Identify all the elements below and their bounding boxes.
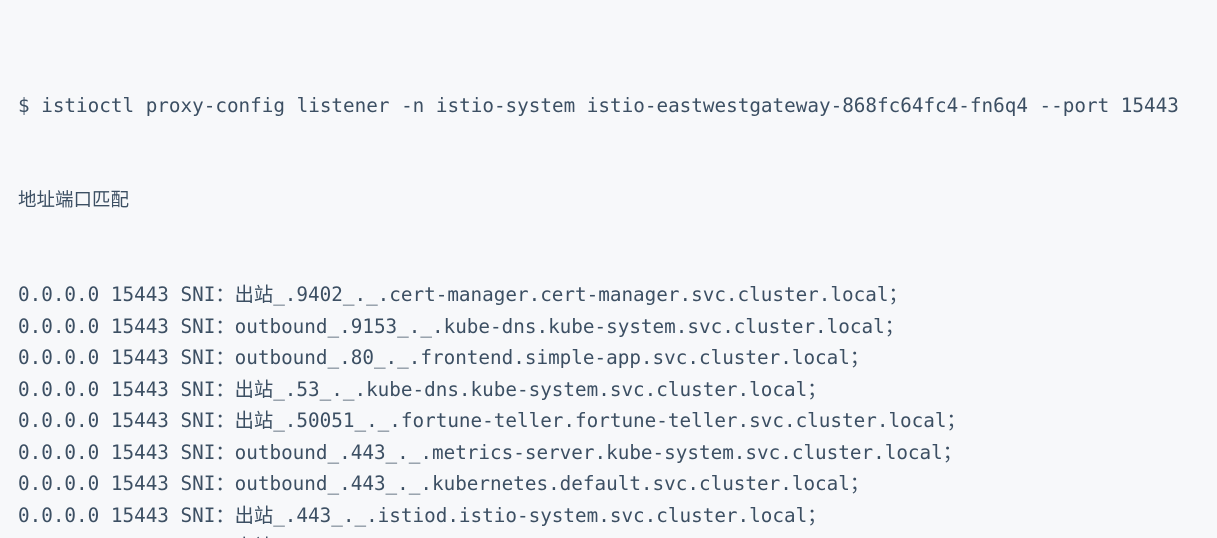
listener-address: 0.0.0.0	[18, 535, 99, 538]
listener-address: 0.0.0.0	[18, 314, 100, 338]
listener-row: 0.0.0.0 15443 SNI：outbound_.80_._.fronte…	[18, 342, 1209, 374]
listener-address: 0.0.0.0	[18, 472, 100, 495]
listener-sni-destination: outbound_.443_._.kubernetes.default.svc.…	[234, 472, 850, 495]
shell-prompt: $	[18, 94, 30, 117]
listener-line-terminator: ；	[807, 377, 827, 401]
listener-row: 0.0.0.0 15443 SNI：出站_.53_._.kube-dns.kub…	[18, 374, 1209, 406]
listener-row: 0.0.0.0 15443 SNI：outbound_.443_._.metri…	[18, 437, 1209, 469]
listener-match-label: SNI：	[180, 377, 235, 401]
listener-match-label: SNI：	[180, 346, 235, 369]
command-text: istioctl proxy-config listener -n istio-…	[41, 94, 1179, 117]
listener-row: 0.0.0.0 15443 SNI：出站_.50051_._.fortune-t…	[18, 405, 1209, 437]
listener-row: 0.0.0.0 15443 SNI：出站_.443_._.cert-manage…	[18, 531, 1209, 538]
listener-address: 0.0.0.0	[18, 503, 100, 527]
listener-port: 15443	[110, 283, 169, 306]
listener-row: 0.0.0.0 15443 SNI：出站_.443_._.istiod.isti…	[18, 500, 1209, 532]
listener-line-terminator: ；	[970, 535, 989, 538]
listener-line-terminator: ；	[884, 314, 904, 338]
listener-port: 15443	[111, 535, 169, 538]
listener-address: 0.0.0.0	[18, 346, 100, 369]
listener-match-label: SNI：	[180, 440, 235, 464]
listener-port: 15443	[110, 314, 169, 338]
listener-port: 15443	[110, 472, 169, 495]
listener-line-terminator: ；	[849, 346, 870, 369]
listener-sni-destination: outbound_.443_._.metrics-server.kube-sys…	[234, 440, 943, 464]
listener-sni-destination: 出站_.53_._.kube-dns.kube-system.svc.clust…	[234, 377, 808, 401]
listener-port: 15443	[110, 377, 169, 401]
listener-address: 0.0.0.0	[18, 377, 100, 401]
listener-sni-destination: outbound_.9153_._.kube-dns.kube-system.s…	[234, 314, 885, 338]
listener-match-label: SNI：	[180, 409, 235, 432]
listener-rows: 0.0.0.0 15443 SNI：出站_.9402_._.cert-manag…	[18, 279, 1209, 538]
listener-port: 15443	[110, 440, 169, 464]
listener-address: 0.0.0.0	[18, 283, 100, 306]
listener-sni-destination: 出站_.443_._.istiod.istio-system.svc.clust…	[234, 503, 808, 527]
listener-port: 15443	[110, 409, 169, 432]
listener-line-terminator: ；	[807, 503, 827, 527]
listener-row: 0.0.0.0 15443 SNI：outbound_.9153_._.kube…	[18, 311, 1209, 343]
listener-row: 0.0.0.0 15443 SNI：出站_.9402_._.cert-manag…	[18, 279, 1209, 311]
listener-line-terminator: ；	[946, 409, 966, 432]
listener-match-label: SNI：	[180, 314, 235, 338]
listener-sni-destination: outbound_.80_._.frontend.simple-app.svc.…	[234, 346, 850, 369]
listener-line-terminator: ；	[849, 472, 870, 495]
listener-address: 0.0.0.0	[18, 440, 100, 464]
command-line: $ istioctl proxy-config listener -n isti…	[18, 90, 1209, 122]
listener-match-label: SNI：	[180, 472, 235, 495]
listener-row: 0.0.0.0 15443 SNI：outbound_.443_._.kuber…	[18, 468, 1209, 500]
listener-line-terminator: ；	[942, 440, 963, 464]
listener-match-label: SNI：	[180, 283, 235, 306]
listener-table-header: 地址端口匹配	[18, 189, 130, 211]
listener-sni-destination: 出站_.443_._.cert-manager-webhook.cert-man…	[235, 535, 970, 538]
listener-address: 0.0.0.0	[18, 409, 100, 432]
listener-match-label: SNI：	[180, 503, 235, 527]
listener-port: 15443	[110, 503, 169, 527]
listener-sni-destination: 出站_.50051_._.fortune-teller.fortune-tell…	[234, 409, 947, 432]
listener-sni-destination: 出站_.9402_._.cert-manager.cert-manager.sv…	[234, 283, 889, 306]
listener-match-label: SNI：	[181, 535, 235, 538]
listener-port: 15443	[110, 346, 169, 369]
listener-line-terminator: ；	[888, 283, 908, 306]
